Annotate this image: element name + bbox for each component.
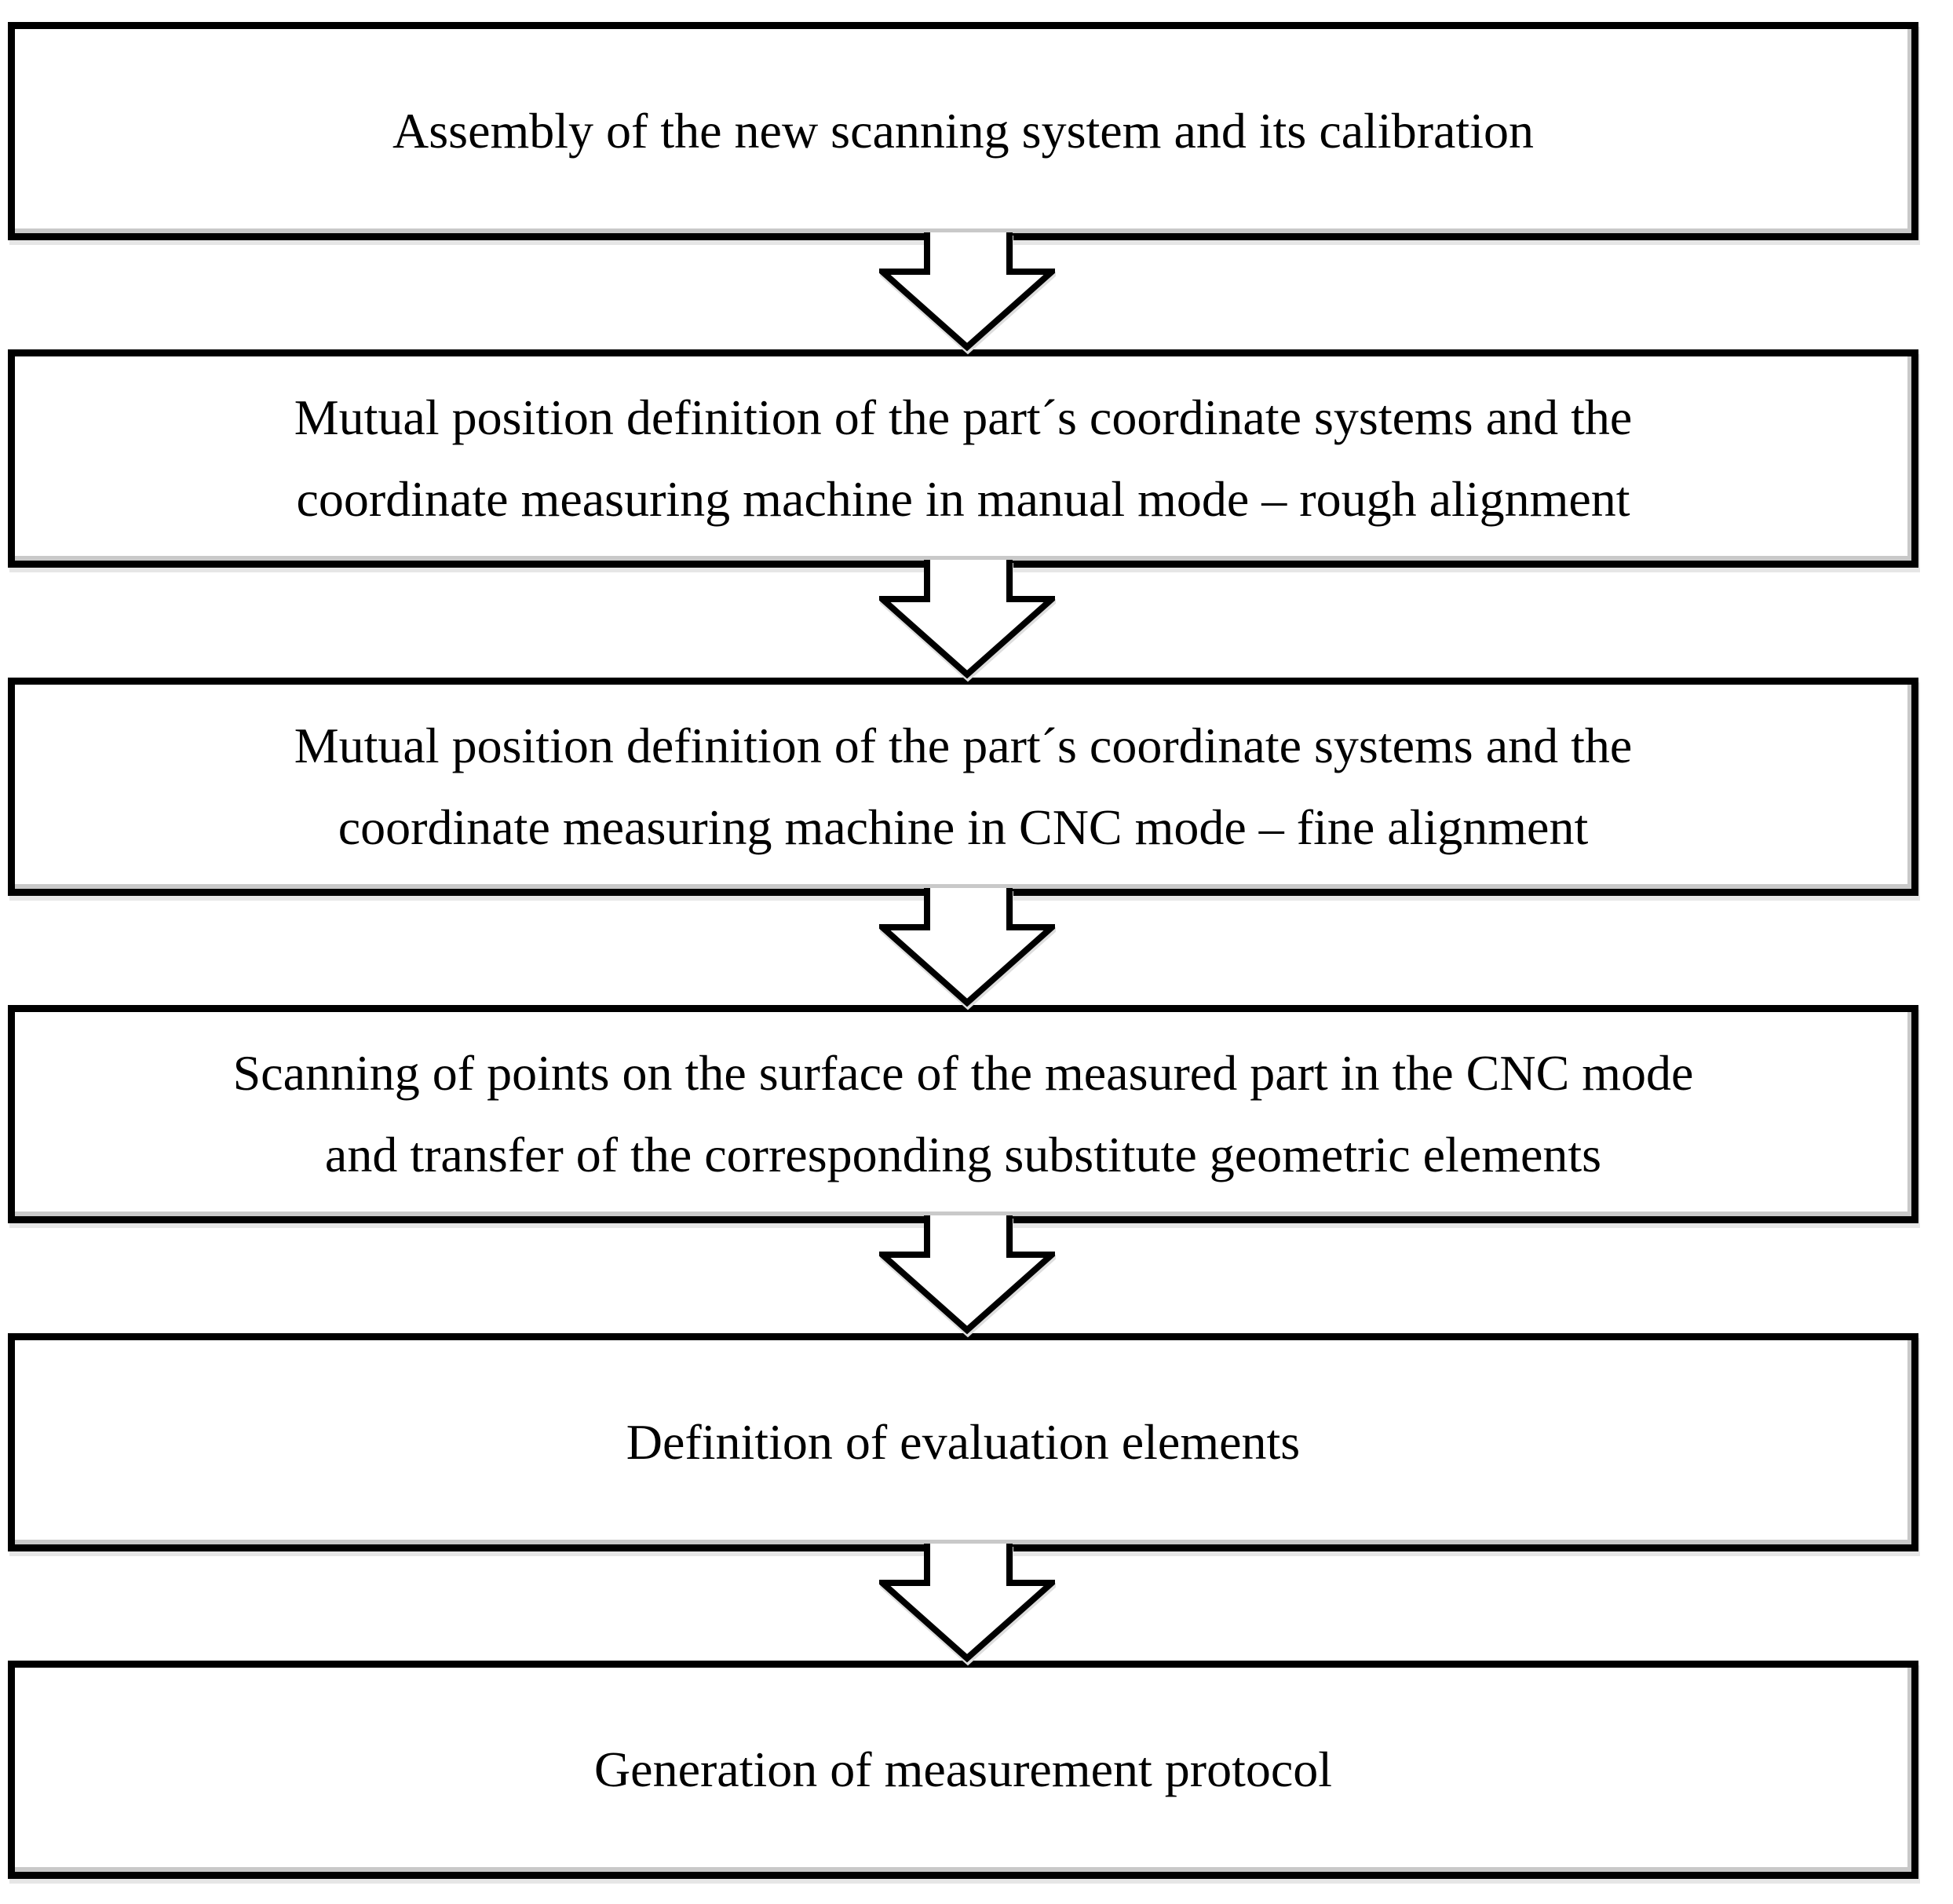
connector-arrow-1 — [879, 232, 1055, 352]
flow-step-3: Mutual position definition of the part´s… — [8, 678, 1918, 896]
down-arrow-icon — [879, 888, 1055, 1007]
flow-step-1-text: Assembly of the new scanning system and … — [392, 103, 1534, 159]
connector-arrow-2 — [879, 560, 1055, 679]
flow-step-3-text-line-2: coordinate measuring machine in CNC mode… — [338, 799, 1589, 855]
connector-arrow-4 — [879, 1215, 1055, 1335]
down-arrow-icon — [879, 1215, 1055, 1335]
flow-step-5-text: Definition of evaluation elements — [626, 1414, 1301, 1470]
flow-step-4-text-line-1: Scanning of points on the surface of the… — [232, 1045, 1694, 1101]
flow-step-3-text-line-1: Mutual position definition of the part´s… — [294, 718, 1633, 773]
flow-step-6-text: Generation of measurement protocol — [593, 1741, 1333, 1797]
flow-step-5: Definition of evaluation elements — [8, 1333, 1918, 1551]
flow-step-4-text-line-2: and transfer of the corresponding substi… — [324, 1127, 1602, 1182]
flow-step-2: Mutual position definition of the part´s… — [8, 349, 1918, 568]
down-arrow-icon — [879, 232, 1055, 352]
down-arrow-icon — [879, 560, 1055, 679]
down-arrow-icon — [879, 1544, 1055, 1663]
flow-step-4: Scanning of points on the surface of the… — [8, 1005, 1918, 1223]
flow-step-2-text-line-1: Mutual position definition of the part´s… — [294, 389, 1633, 445]
flow-step-1: Assembly of the new scanning system and … — [8, 22, 1918, 240]
connector-arrow-3 — [879, 888, 1055, 1007]
connector-arrow-5 — [879, 1544, 1055, 1663]
flow-step-6: Generation of measurement protocol — [8, 1661, 1918, 1879]
flow-step-2-text-line-2: coordinate measuring machine in manual m… — [296, 471, 1630, 527]
